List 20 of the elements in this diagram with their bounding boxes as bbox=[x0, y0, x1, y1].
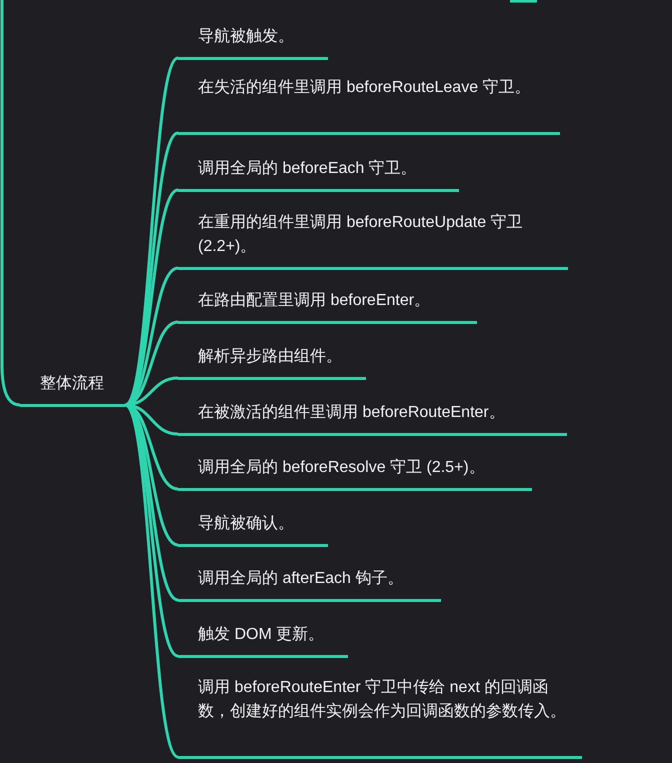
branch-line bbox=[124, 188, 179, 406]
branch-topic: 在重用的组件里调用 beforeRouteUpdate 守卫 (2.2+)。 bbox=[178, 207, 568, 270]
branch-topic: 触发 DOM 更新。 bbox=[178, 619, 348, 658]
branch-topic: 在失活的组件里调用 beforeRouteLeave 守卫。 bbox=[178, 72, 560, 134]
branch-topic: 导航被确认。 bbox=[178, 508, 328, 546]
branch-topic: 解析异步路由组件。 bbox=[178, 341, 366, 380]
branch-topic: 在路由配置里调用 beforeEnter。 bbox=[178, 285, 477, 324]
branch-line bbox=[124, 57, 180, 406]
branch-topic: 调用全局的 beforeEach 守卫。 bbox=[178, 153, 459, 192]
branch-line bbox=[124, 404, 178, 490]
branch-line bbox=[124, 320, 178, 406]
root-topic: 整体流程 bbox=[20, 368, 125, 406]
branch-topic: 导航被触发。 bbox=[178, 21, 328, 60]
branch-topic: 调用 beforeRouteEnter 守卫中传给 next 的回调函数，创建好的组件实例会作为回调函数的参数传入。 bbox=[178, 672, 582, 758]
branch-line bbox=[124, 404, 180, 758]
branch-topic: 调用全局的 beforeResolve 守卫 (2.5+)。 bbox=[178, 452, 532, 490]
branch-topic: 在被激活的组件里调用 beforeRouteEnter。 bbox=[178, 397, 567, 436]
branch-topic: 调用全局的 afterEach 钩子。 bbox=[178, 563, 441, 602]
branch-line bbox=[124, 404, 179, 602]
branch-line bbox=[124, 266, 179, 406]
